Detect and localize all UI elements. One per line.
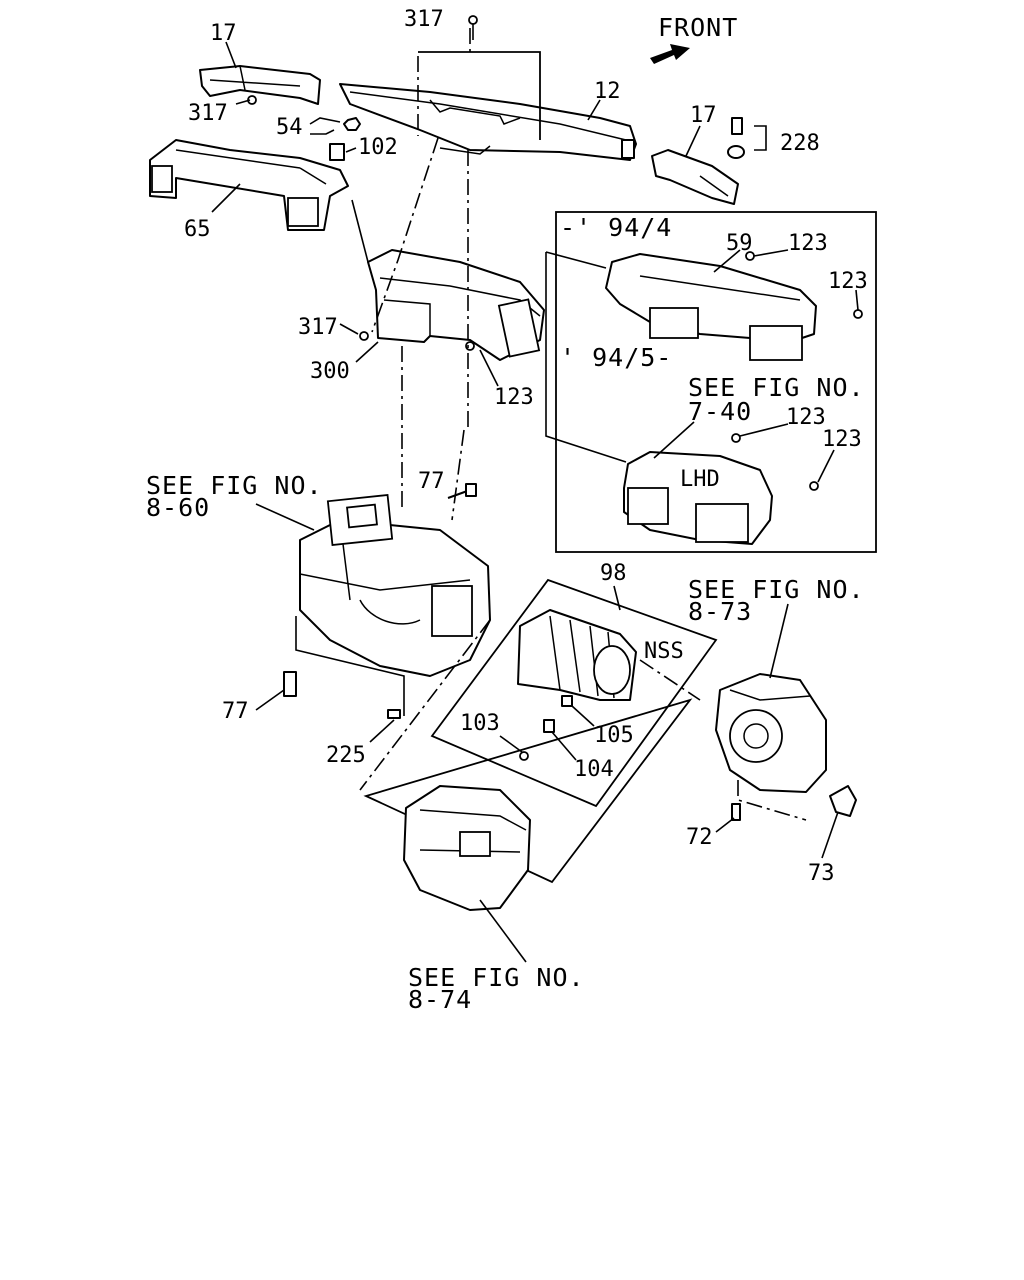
screw-123-c-icon [731, 433, 741, 443]
callout-72: 72 [686, 825, 713, 850]
duct-300 [367, 249, 545, 361]
screw-72-icon [731, 803, 741, 821]
callout-12: 12 [594, 79, 621, 104]
screw-317-top-icon [468, 15, 478, 40]
evaporator-unit [403, 785, 531, 911]
callout-102: 102 [358, 135, 398, 160]
heater-unit [299, 493, 491, 677]
clip-225-icon [387, 709, 401, 719]
callout-17-left: 17 [210, 21, 237, 46]
ref-8-60-line2: 8-60 [146, 493, 210, 522]
lhd-text: LHD [680, 467, 720, 492]
part-103-icon [519, 751, 529, 761]
callout-104: 104 [574, 757, 614, 782]
ref-7-40-line2: 7-40 [688, 397, 752, 426]
nut-54-icon [343, 117, 361, 131]
screw-123-d-icon [809, 481, 819, 491]
ref-8-60-line1: SEE FIG NO. [146, 471, 323, 500]
connector-duct-98 [517, 609, 637, 701]
front-arrow-icon [650, 44, 690, 64]
assembly-98-box [430, 578, 718, 808]
callout-123-mid: 123 [494, 385, 534, 410]
callout-123-d: 123 [822, 427, 862, 452]
bolt-77-bottom-icon [283, 671, 297, 697]
part-105-icon [561, 695, 573, 707]
inset-range-late: ' 94/5- [560, 343, 672, 372]
part-104-icon [543, 719, 555, 733]
duct-17-right [651, 149, 739, 205]
clip-102-icon [329, 143, 345, 161]
duct-17-left [199, 65, 321, 105]
inset-range-early: -' 94/4 [560, 213, 672, 242]
callout-225: 225 [326, 743, 366, 768]
variant-inset-box [555, 211, 877, 553]
blower-unit [715, 673, 827, 793]
callout-65: 65 [184, 217, 211, 242]
ref-7-40-line1: SEE FIG NO. [688, 373, 865, 402]
front-label: FRONT [658, 13, 738, 42]
ref-8-74-line1: SEE FIG NO. [408, 963, 585, 992]
callout-59: 59 [726, 231, 753, 256]
callout-73: 73 [808, 861, 835, 886]
callout-123-a: 123 [788, 231, 828, 256]
callout-77-top: 77 [418, 469, 445, 494]
callout-317-mid: 317 [298, 315, 338, 340]
callout-228: 228 [780, 131, 820, 156]
callout-77-bottom: 77 [222, 699, 249, 724]
screw-123-b-icon [853, 309, 863, 319]
duct-lhd: LHD [623, 451, 773, 545]
bolt-77-top-icon [447, 483, 477, 499]
ref-8-73-line2: 8-73 [688, 597, 752, 626]
callout-123-c: 123 [786, 405, 826, 430]
ref-8-74-line2: 8-74 [408, 985, 472, 1014]
callout-317-top: 317 [404, 7, 444, 32]
bracket-73-icon [829, 785, 857, 817]
bolt-228-icon [727, 117, 745, 159]
callout-98: 98 [600, 561, 627, 586]
callout-54: 54 [276, 115, 303, 140]
duct-59 [605, 253, 817, 361]
duct-12 [339, 83, 637, 161]
duct-65 [149, 139, 349, 231]
callout-300: 300 [310, 359, 350, 384]
ref-8-73-line1: SEE FIG NO. [688, 575, 865, 604]
clip-317-mid-icon [359, 331, 369, 341]
callout-103: 103 [460, 711, 500, 736]
callout-123-b: 123 [828, 269, 868, 294]
callout-317-left: 317 [188, 101, 228, 126]
callout-17-right: 17 [690, 103, 717, 128]
nss-label: NSS [644, 639, 684, 664]
